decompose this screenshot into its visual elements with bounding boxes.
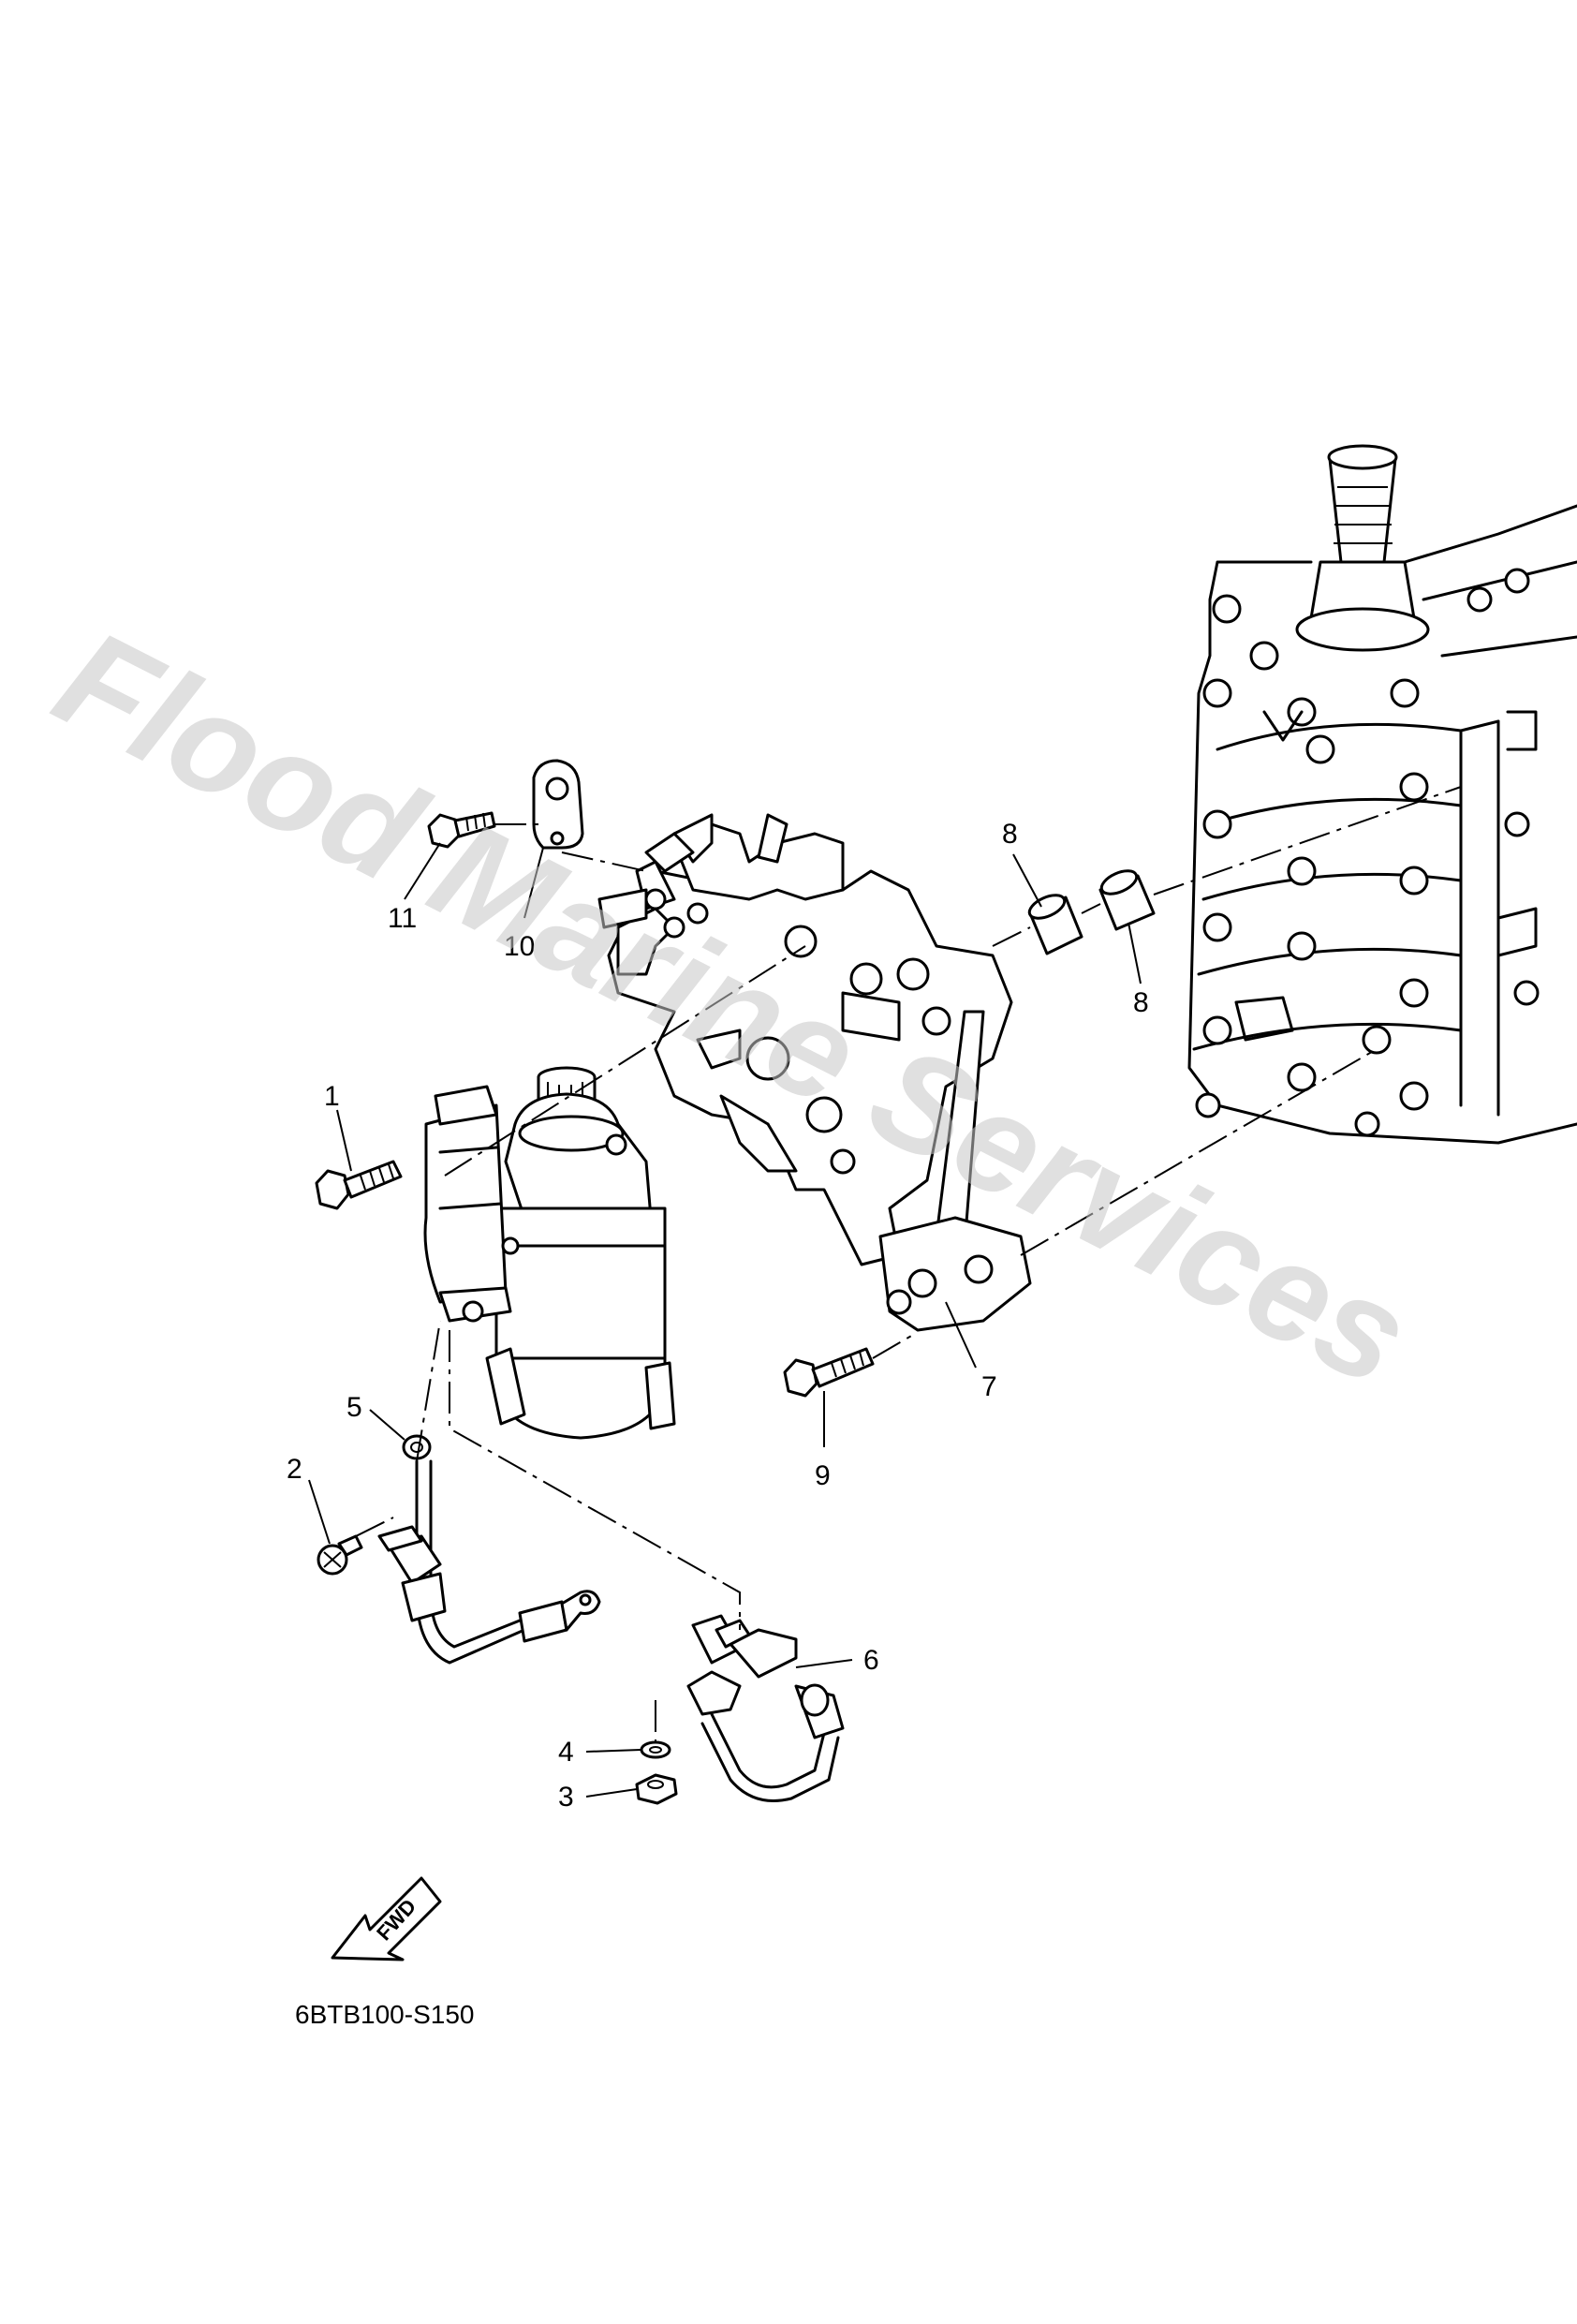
- screw-2: [317, 1534, 363, 1576]
- callouts: 1 2 3 4 5 6 7 8 8 9 10 11: [287, 819, 1149, 1813]
- callout-3: 3: [558, 1782, 574, 1813]
- callout-4: 4: [558, 1737, 574, 1768]
- plate-10: [532, 759, 584, 850]
- leader-lines: [308, 842, 1142, 1798]
- callout-9: 9: [815, 1460, 831, 1491]
- callout-1: 1: [324, 1081, 340, 1112]
- callout-7: 7: [981, 1371, 997, 1402]
- callout-2: 2: [287, 1454, 302, 1485]
- washer-4: [640, 1740, 671, 1759]
- callout-8b: 8: [1133, 987, 1149, 1018]
- collar-8b: [1098, 869, 1156, 931]
- ring-5: [402, 1434, 432, 1460]
- callout-11: 11: [388, 903, 417, 934]
- engine-block: [1187, 444, 1577, 1145]
- callout-10: 10: [504, 931, 535, 962]
- callout-5: 5: [346, 1392, 362, 1423]
- bolt-11: [427, 811, 496, 849]
- battery-lead-right: [686, 1614, 845, 1802]
- nut-3: [635, 1773, 678, 1805]
- diagram-code: 6BTB100-S150: [295, 2000, 474, 2029]
- callout-8a: 8: [1002, 819, 1018, 850]
- collar-8a: [1027, 894, 1083, 955]
- engine-bosses: [1195, 568, 1540, 1137]
- watermark: Flood Marine Services: [33, 599, 1433, 1416]
- callout-6: 6: [863, 1645, 879, 1676]
- battery-lead-left: [377, 1459, 601, 1665]
- fwd-arrow: FWD: [331, 1876, 442, 1961]
- bolt-1: [315, 1160, 403, 1210]
- electrical-bracket: [597, 813, 1032, 1332]
- starter-motor: [423, 1066, 676, 1440]
- bolt-9: [783, 1347, 875, 1398]
- assembly-lines: [355, 786, 1462, 1742]
